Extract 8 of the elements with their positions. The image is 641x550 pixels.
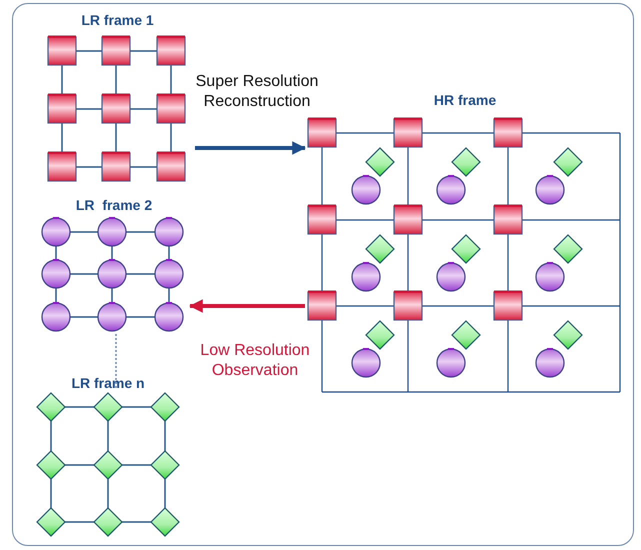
arrow xyxy=(195,141,306,155)
frame-title: LR frame 1 xyxy=(80,12,155,28)
arrow xyxy=(189,299,305,313)
edge-label: Super Resolution Reconstruction xyxy=(194,72,320,112)
edge-label: Low Resolution Observation xyxy=(199,341,311,381)
frame-title: LR frame n xyxy=(70,375,146,391)
connector-line xyxy=(115,334,117,389)
frame-title: LR frame 2 xyxy=(74,197,154,213)
